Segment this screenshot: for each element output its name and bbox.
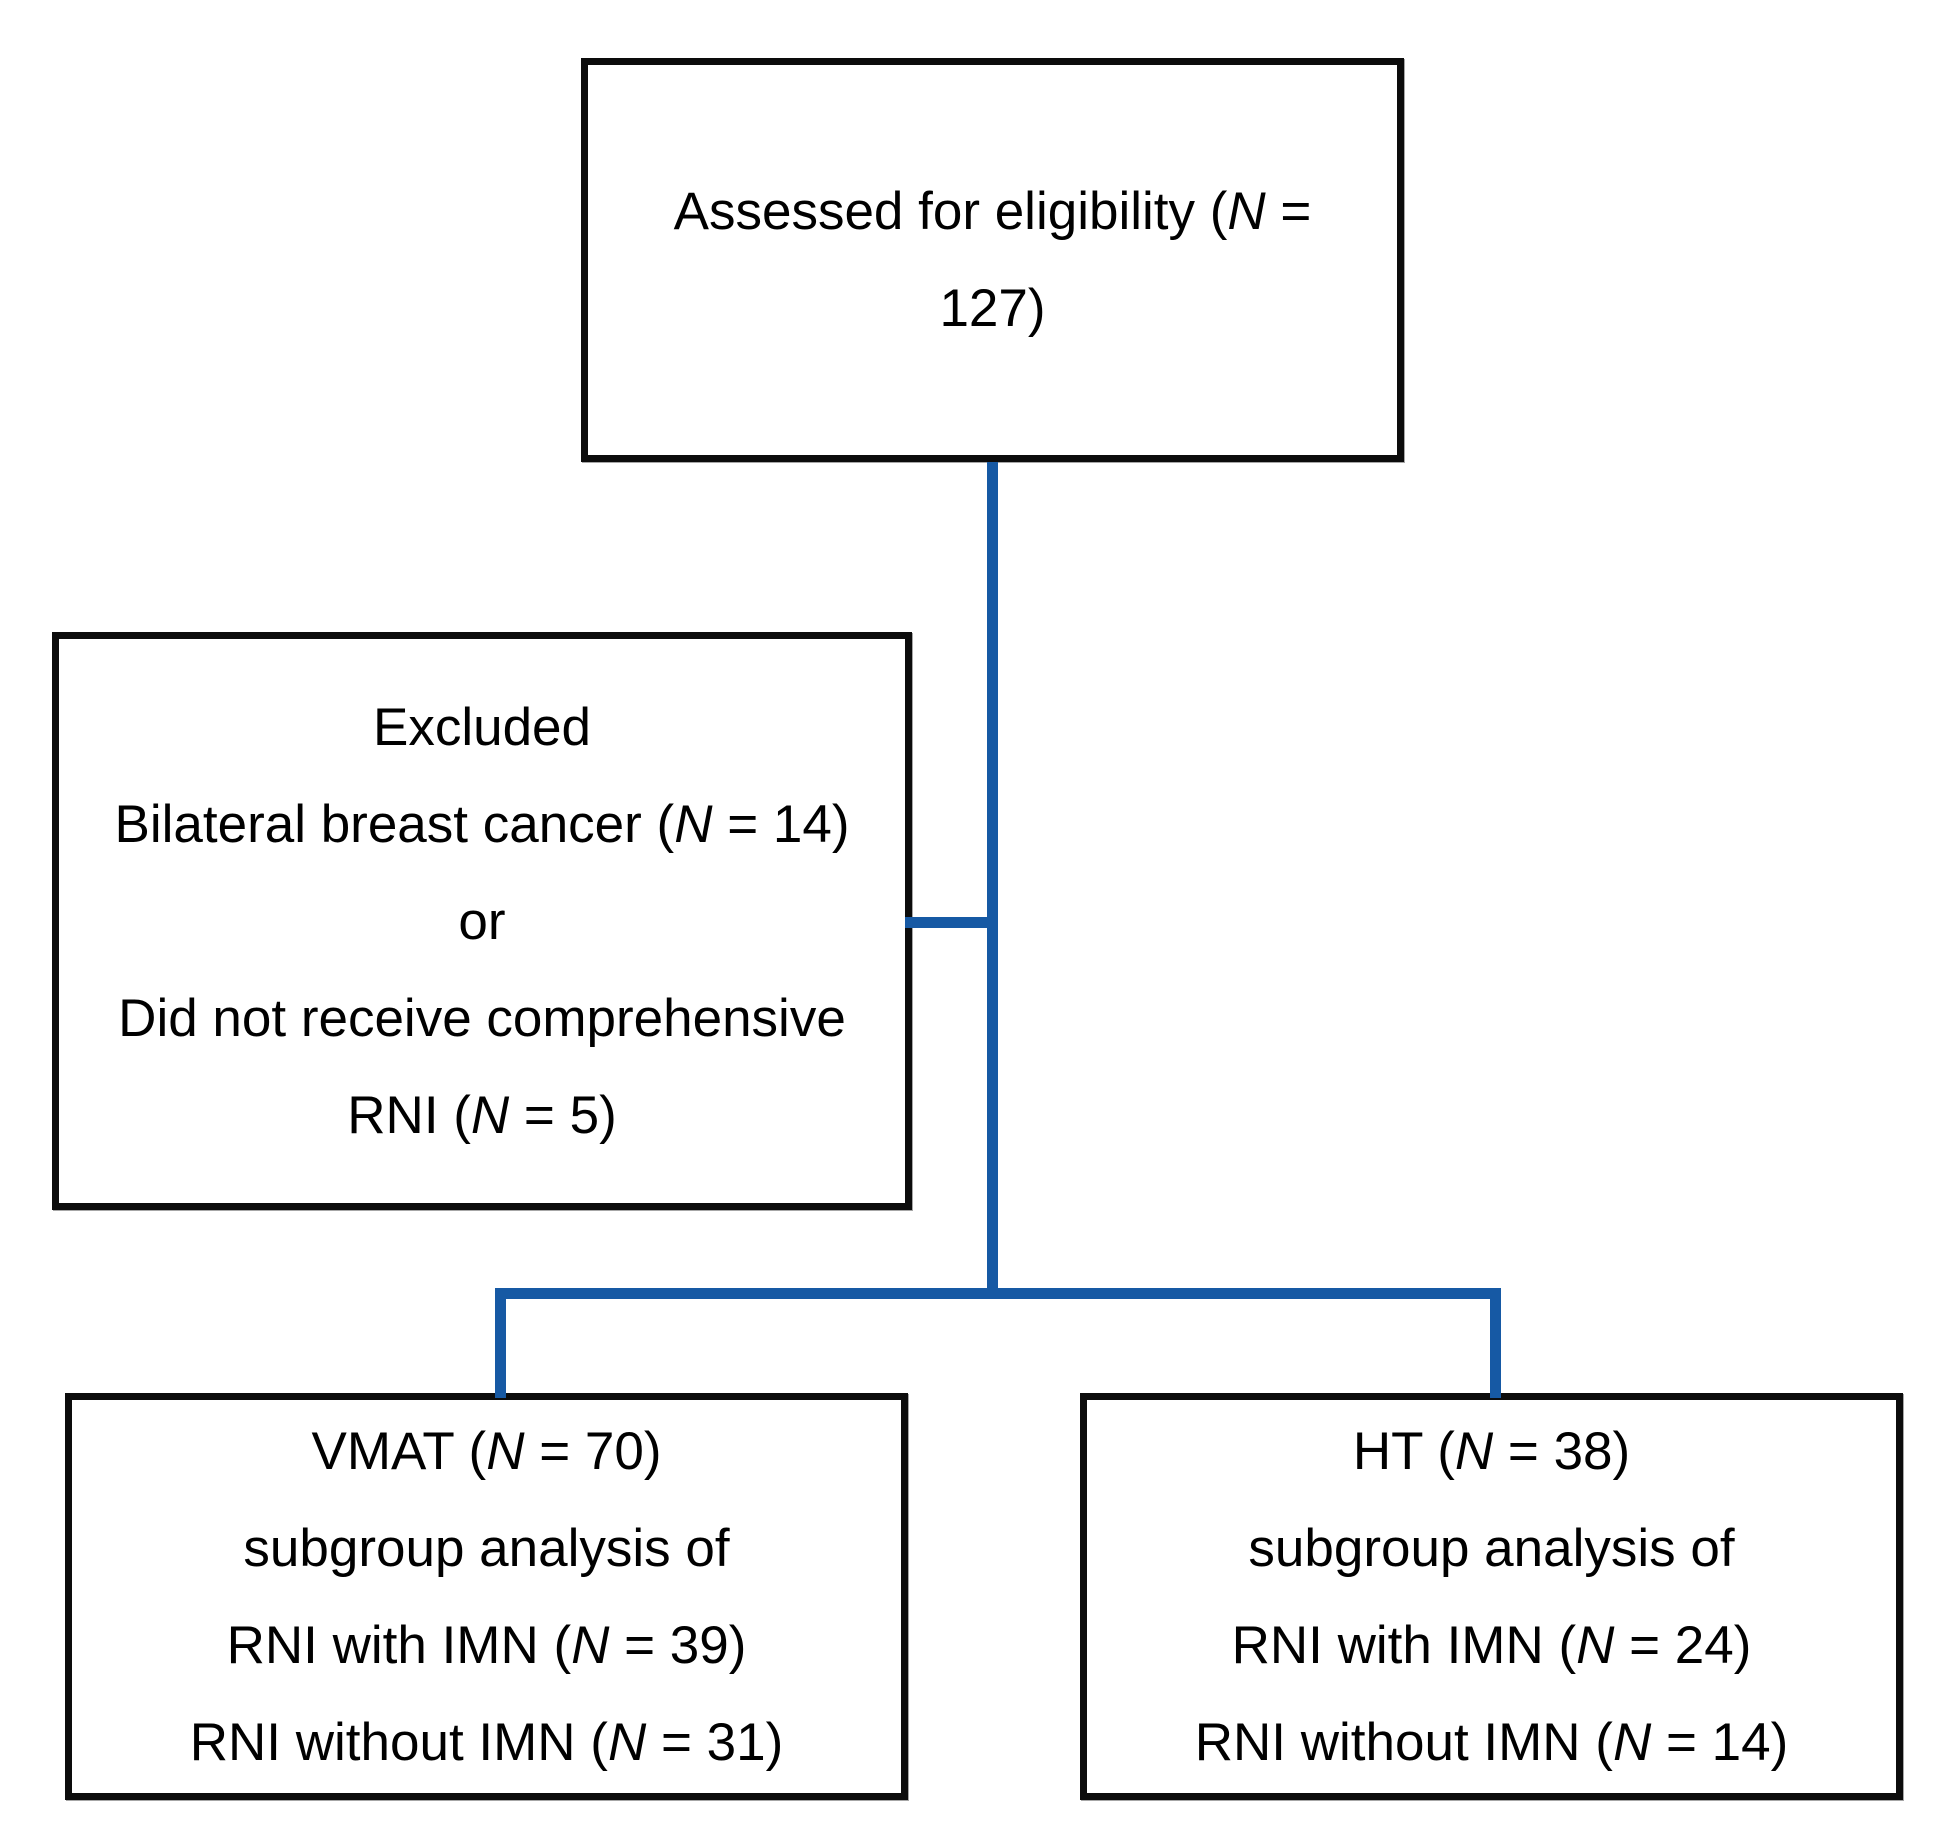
text-line: Excluded [372, 697, 592, 757]
text-line: RNI (N = 5) [347, 1085, 617, 1145]
text-line: subgroup analysis of [1248, 1518, 1735, 1578]
text-line: Bilateral breast cancer (N = 14) [114, 794, 850, 854]
text-line: Did not receive comprehensive [118, 988, 846, 1048]
text-line: 127) [939, 279, 1046, 338]
text-line: RNI without IMN (N = 31) [189, 1712, 784, 1772]
box-assessed-for-eligibility: Assessed for eligibility (N = 127) [581, 58, 1404, 462]
text-line: RNI with IMN (N = 24) [1231, 1615, 1752, 1675]
text-line: RNI without IMN (N = 14) [1194, 1712, 1789, 1772]
text-line: HT (N = 38) [1352, 1421, 1631, 1481]
text-line: or [458, 891, 506, 951]
connector-split-horizontal-line [495, 1288, 1501, 1299]
text-line: subgroup analysis of [243, 1518, 730, 1578]
text-line: Assessed for eligibility (N = [673, 182, 1312, 241]
box-vmat-subgroup: VMAT (N = 70) subgroup analysis of RNI wit… [65, 1393, 908, 1800]
text-line: RNI with IMN (N = 39) [226, 1615, 747, 1675]
connector-ht-drop-line [1490, 1288, 1501, 1398]
box-ht-subgroup: HT (N = 38) subgroup analysis of RNI with … [1080, 1393, 1903, 1800]
connector-trunk-vertical-line [987, 462, 998, 1299]
text-line: VMAT (N = 70) [311, 1421, 662, 1481]
connector-vmat-drop-line [495, 1288, 506, 1398]
connector-excluded-horizontal-line [905, 917, 998, 928]
